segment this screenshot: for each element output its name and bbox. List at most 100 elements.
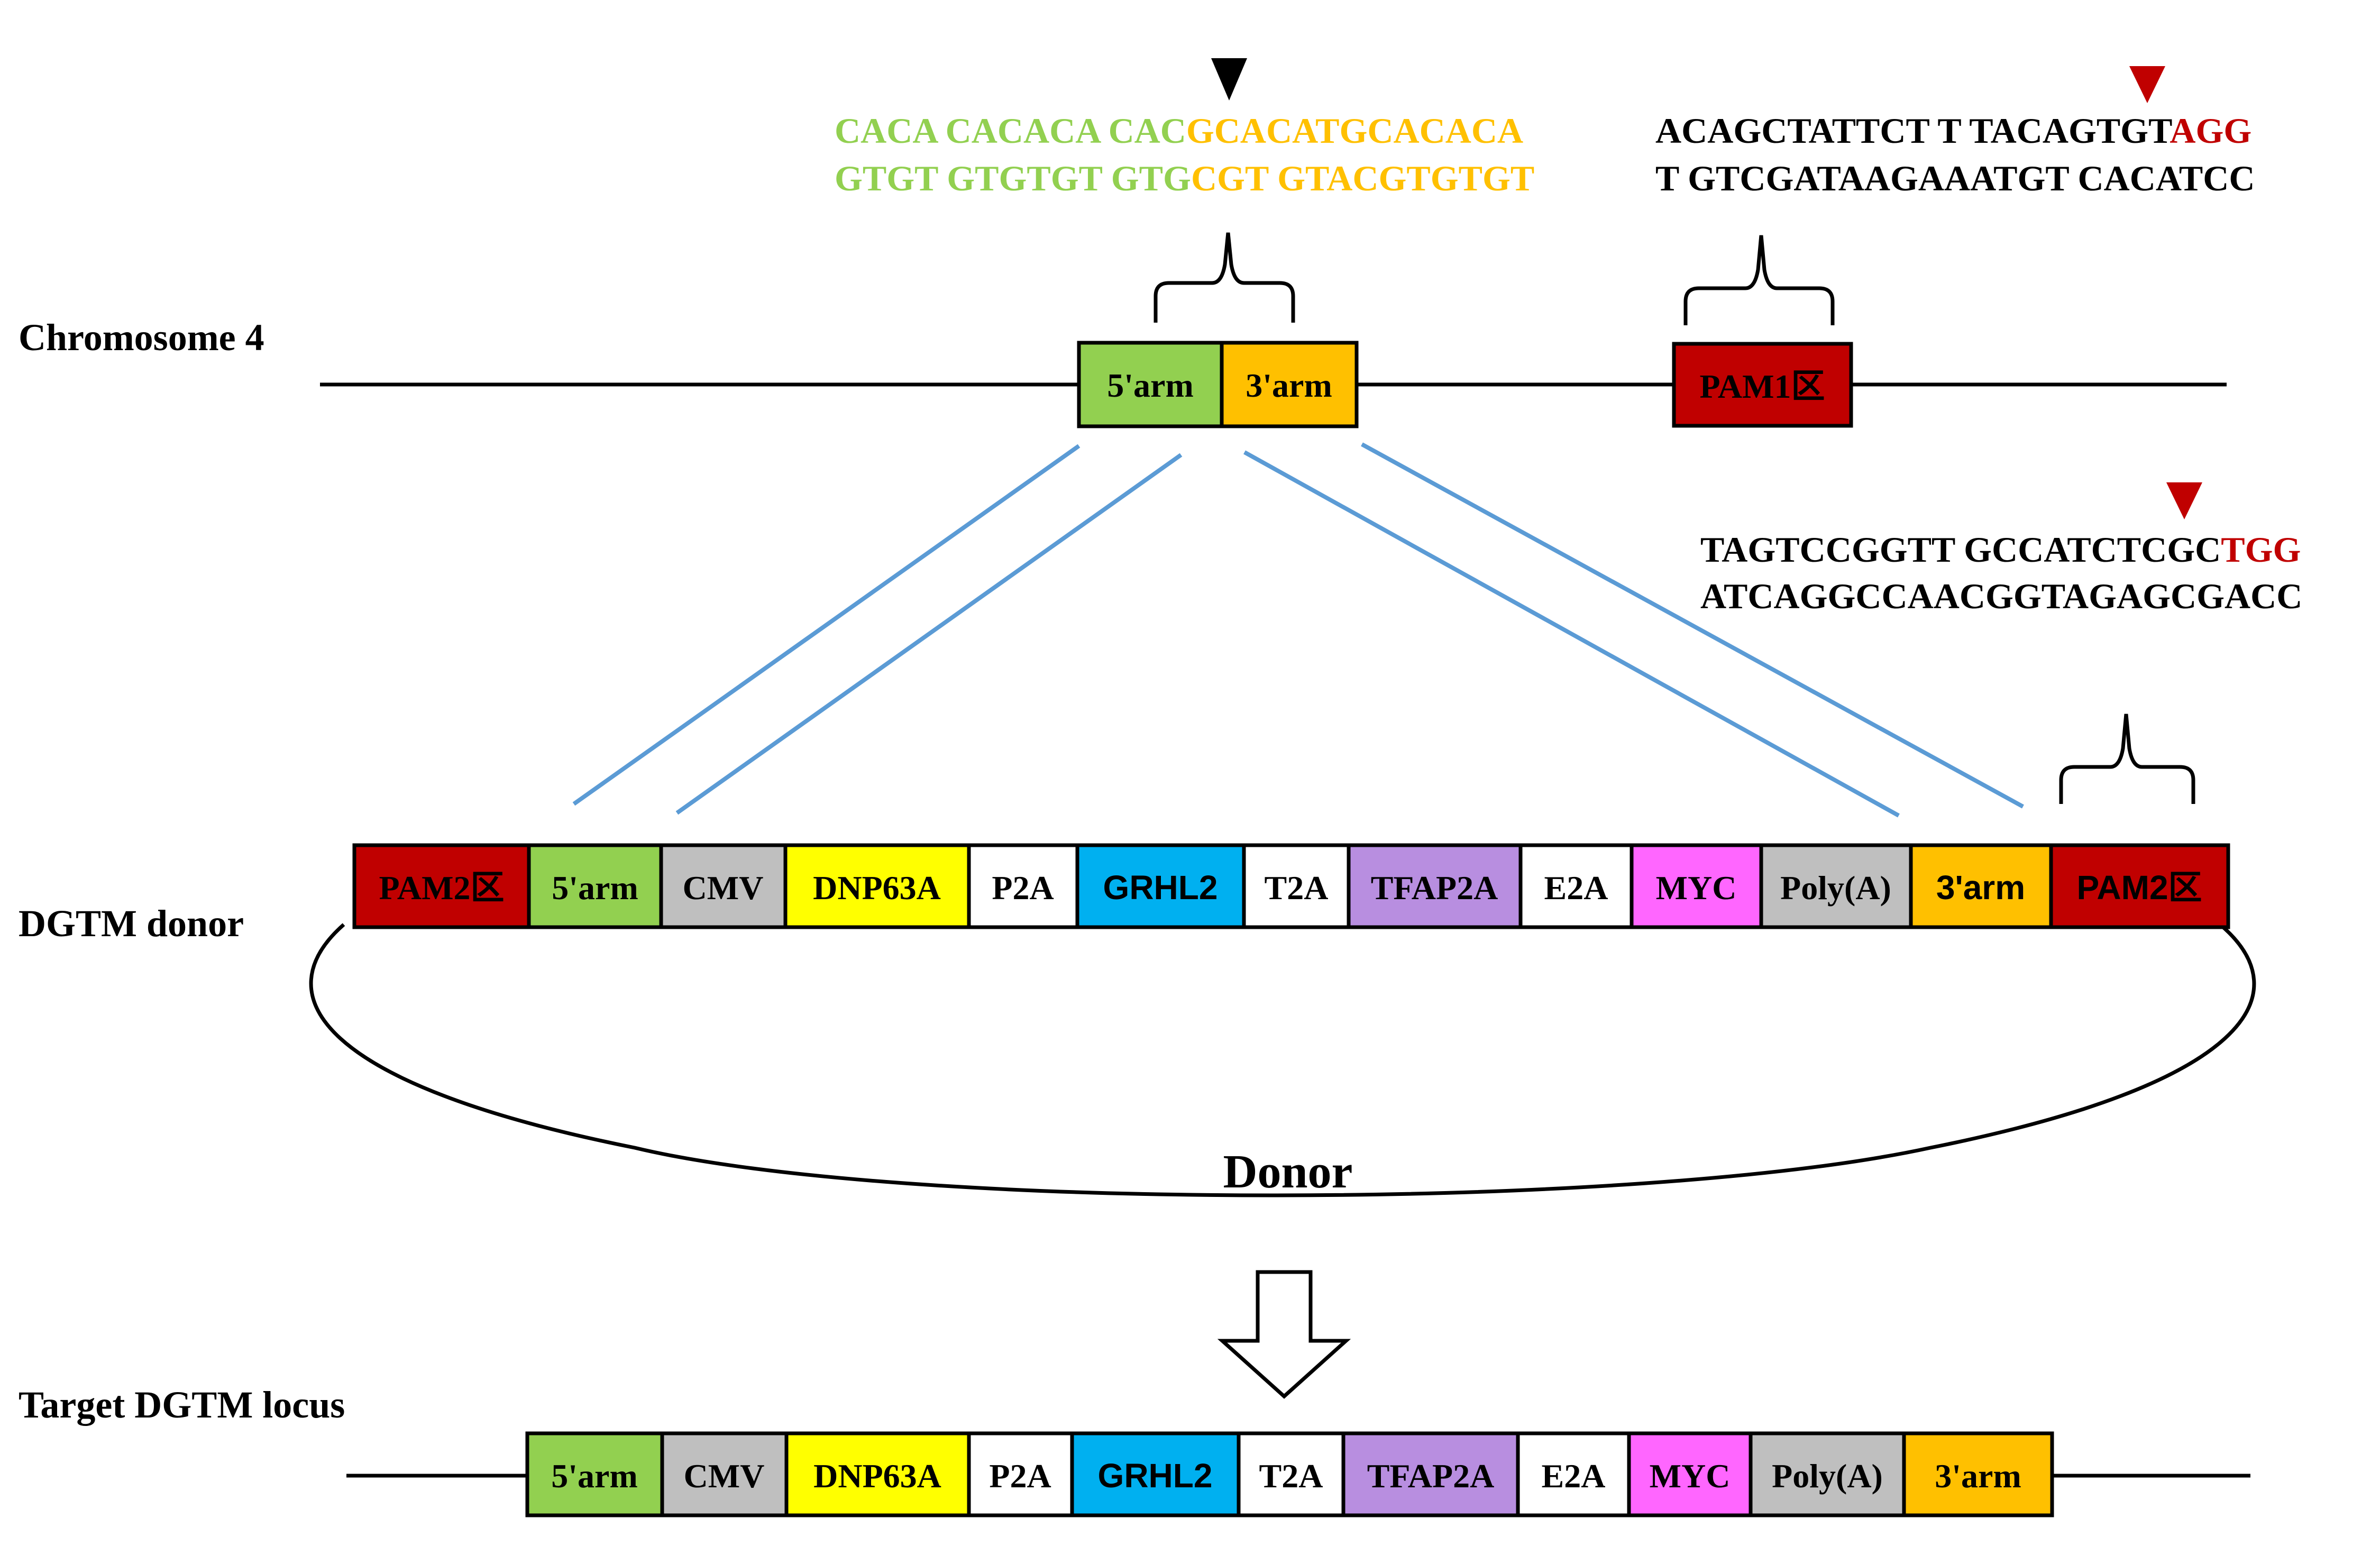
pam2-brace [2059,714,2195,804]
target-box-grhl2-label: GRHL2 [1098,1457,1213,1495]
donor-box-grhl2-rect [1075,843,1246,929]
donor-box-polya-label: Poly(A) [1780,869,1891,907]
donor-box-tfap2a: TFAP2A [1347,843,1523,929]
donor-box-dnp63a-label: DNP63A [813,869,941,907]
donor-box-grhl2-label: GRHL2 [1103,868,1218,907]
target-box-tfap2a-label: TFAP2A [1367,1457,1495,1495]
target-box-e2a-rect [1516,1431,1631,1517]
target-label: Target DGTM locus [19,1384,345,1426]
chromosome-box-5arm: 5'arm [1077,341,1224,428]
chromosome-box-pam1-rect [1672,342,1853,428]
donor-box-e2a-label: E2A [1544,869,1608,907]
donor-box-5arm: 5'arm [527,843,663,929]
donor-box-pam2-right-label: PAM2区 [2076,868,2202,907]
arm-sequence-top: CACA CACACA CACGCACATGCACACA [835,111,1523,151]
arm-sequence-top-5prime: CACA CACACA CAC [835,111,1186,151]
donor-box-pam2-left: PAM2区 [352,843,531,929]
target-box-cmv-label: CMV [684,1457,765,1495]
pam1-brace [1683,235,1835,325]
target-box-5arm-label: 5'arm [551,1457,638,1495]
target-box-cmv: CMV [660,1431,789,1517]
target-box-p2a-label: P2A [989,1457,1051,1495]
arm-sequence-bottom-5prime: GTGT GTGTGT GTG [835,158,1191,198]
target-box-dnp63a: DNP63A [784,1431,971,1517]
chromosome-box-pam1: PAM1区 [1672,342,1853,428]
target-box-polya: Poly(A) [1749,1431,1906,1517]
target-box-3arm-rect [1902,1431,2054,1517]
cut-site-marker-black [1211,58,1247,100]
pam2-sequence-bottom: ATCAGGCCAACGGTAGAGCGACC [1700,576,2302,616]
donor-box-cmv-rect [659,843,788,929]
connector-line-3 [1243,450,1900,818]
target-box-tfap2a-rect [1341,1431,1520,1517]
arm-sequence-bottom: GTGT GTGTGT GTGCGT GTACGTGTGT [835,158,1534,198]
target-box-myc: MYC [1627,1431,1753,1517]
donor-box-dnp63a: DNP63A [783,843,971,929]
target-box-dnp63a-rect [784,1431,971,1517]
donor-box-cmv: CMV [659,843,788,929]
target-box-5arm-rect [525,1431,664,1517]
pam2-sequence-top-pam: TGG [2221,529,2301,570]
donor-box-3arm-rect [1909,843,2053,929]
donor-box-tfap2a-label: TFAP2A [1371,869,1498,907]
chromosome-box-5arm-label: 5'arm [1107,367,1194,404]
target-box-polya-label: Poly(A) [1772,1457,1883,1495]
chromosome-box-3arm-label: 3'arm [1246,367,1332,404]
donor-box-t2a-rect [1242,843,1351,929]
target-box-t2a-rect [1237,1431,1345,1517]
target-box-myc-rect [1627,1431,1753,1517]
target-box-3arm-label: 3'arm [1935,1457,2021,1495]
donor-plasmid-label: Donor [1223,1146,1353,1198]
donor-box-pam2-left-rect [352,843,531,929]
donor-label: DGTM donor [19,902,244,945]
chromosome-label: Chromosome 4 [19,316,264,359]
pam2-sequence-top-main: TAGTCCGGTT GCCATCTCGC [1700,529,2221,570]
donor-construct: PAM2区 5'arm CMV DNP63A P2A GRHL2 T2A TF [352,843,2230,929]
donor-box-5arm-label: 5'arm [552,869,638,907]
pam1-sequence-bottom: T GTCGATAAGAAATGT CACATCC [1655,158,2255,198]
target-box-polya-rect [1749,1431,1906,1517]
connector-line-4 [1361,442,2024,809]
donor-box-pam2-left-label: PAM2区 [379,869,505,907]
target-box-myc-label: MYC [1650,1457,1731,1495]
chromosome-box-pam1-label: PAM1区 [1700,368,1825,405]
target-box-tfap2a: TFAP2A [1341,1431,1520,1517]
target-box-5arm: 5'arm [525,1431,664,1517]
arm-sequence-top-3prime: GCACATGCACACA [1186,111,1523,151]
target-box-grhl2: GRHL2 [1070,1431,1241,1517]
cut-site-marker-pam1 [2129,66,2165,103]
arm-sequence-bottom-3prime: CGT GTACGTGTGT [1191,158,1534,198]
pam1-sequence-top: ACAGCTATTCT T TACAGTGTAGG [1655,111,2251,151]
donor-box-pam2-right: PAM2区 [2049,843,2230,929]
target-box-e2a-label: E2A [1542,1457,1606,1495]
donor-box-t2a: T2A [1242,843,1351,929]
donor-box-myc: MYC [1630,843,1763,929]
donor-box-p2a-label: P2A [992,869,1054,907]
donor-box-p2a-rect [967,843,1079,929]
donor-box-polya-rect [1759,843,1913,929]
pam1-sequence-top-pam: AGG [2170,111,2251,151]
target-construct: 5'arm CMV DNP63A P2A GRHL2 T2A TFAP2A E [525,1431,2054,1517]
target-box-t2a-label: T2A [1259,1457,1323,1495]
target-box-3arm: 3'arm [1902,1431,2054,1517]
target-box-dnp63a-label: DNP63A [813,1457,941,1495]
donor-box-grhl2: GRHL2 [1075,843,1246,929]
connector-line-1 [572,444,1081,806]
donor-plasmid-loop [309,923,2256,1197]
donor-box-3arm: 3'arm [1909,843,2053,929]
arm-brace [1154,232,1295,323]
donor-box-e2a: E2A [1518,843,1634,929]
donor-box-polya: Poly(A) [1759,843,1913,929]
down-arrow-icon [1217,1270,1351,1399]
target-box-grhl2-rect [1070,1431,1241,1517]
donor-box-3arm-label: 3'arm [1936,868,2025,907]
donor-box-e2a-rect [1518,843,1634,929]
donor-box-cmv-label: CMV [683,869,764,907]
target-box-e2a: E2A [1516,1431,1631,1517]
pam2-sequence-top: TAGTCCGGTT GCCATCTCGCTGG [1700,529,2301,570]
pam1-sequence-top-main: ACAGCTATTCT T TACAGTGT [1655,111,2172,151]
chromosome-box-3arm: 3'arm [1220,341,1359,428]
donor-box-tfap2a-rect [1347,843,1523,929]
target-box-t2a: T2A [1237,1431,1345,1517]
